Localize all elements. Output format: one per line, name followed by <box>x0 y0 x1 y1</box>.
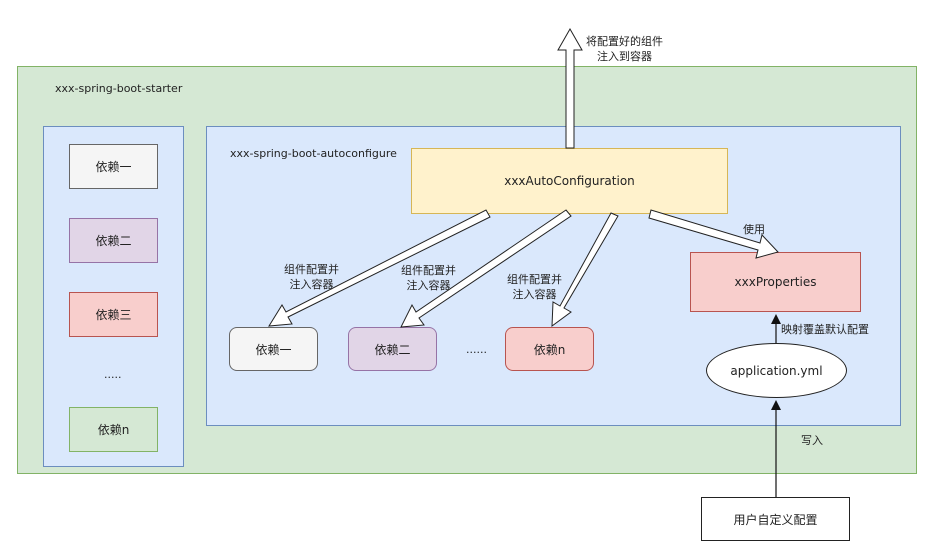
inject-label-3-line-2: 注入容器 <box>512 288 557 301</box>
inject-label-2: 组件配置并 注入容器 <box>401 263 456 293</box>
user-config-box: 用户自定义配置 <box>701 497 850 541</box>
top-note-line-1: 将配置好的组件 <box>586 35 663 48</box>
starter-dep-ellipsis: ..... <box>104 368 122 381</box>
write-label: 写入 <box>801 434 823 447</box>
top-note-line-2: 注入到容器 <box>597 50 652 63</box>
inject-arrow-3 <box>551 212 619 328</box>
inject-label-3-line-1: 组件配置并 <box>507 273 562 286</box>
starter-title: xxx-spring-boot-starter <box>55 82 183 95</box>
inject-label-1-line-1: 组件配置并 <box>284 263 339 276</box>
autoconfigure-title: xxx-spring-boot-autoconfigure <box>230 147 397 160</box>
auto-dep-1: 依赖一 <box>229 327 318 371</box>
inject-label-1: 组件配置并 注入容器 <box>284 262 339 292</box>
use-arrow <box>648 209 779 259</box>
inject-label-3: 组件配置并 注入容器 <box>507 272 562 302</box>
properties-box: xxxProperties <box>690 252 861 312</box>
inject-arrow-2 <box>400 209 572 328</box>
mapping-label: 映射覆盖默认配置 <box>781 323 869 336</box>
starter-dep-1: 依赖一 <box>69 144 158 189</box>
inject-label-2-line-1: 组件配置并 <box>401 264 456 277</box>
auto-dep-n: 依赖n <box>505 327 594 371</box>
use-label: 使用 <box>743 223 765 236</box>
auto-dep-2: 依赖二 <box>348 327 437 371</box>
starter-dep-2: 依赖二 <box>69 218 158 263</box>
inject-arrow-1 <box>268 209 491 327</box>
top-hollow-arrow <box>557 27 583 149</box>
inject-label-2-line-2: 注入容器 <box>406 279 451 292</box>
starter-dep-3: 依赖三 <box>69 292 158 337</box>
inject-label-1-line-2: 注入容器 <box>289 278 334 291</box>
application-yml-ellipse: application.yml <box>706 343 847 398</box>
starter-dep-n: 依赖n <box>69 407 158 452</box>
auto-dep-ellipsis: ...... <box>466 343 487 356</box>
top-note-label: 将配置好的组件 注入到容器 <box>586 34 663 64</box>
